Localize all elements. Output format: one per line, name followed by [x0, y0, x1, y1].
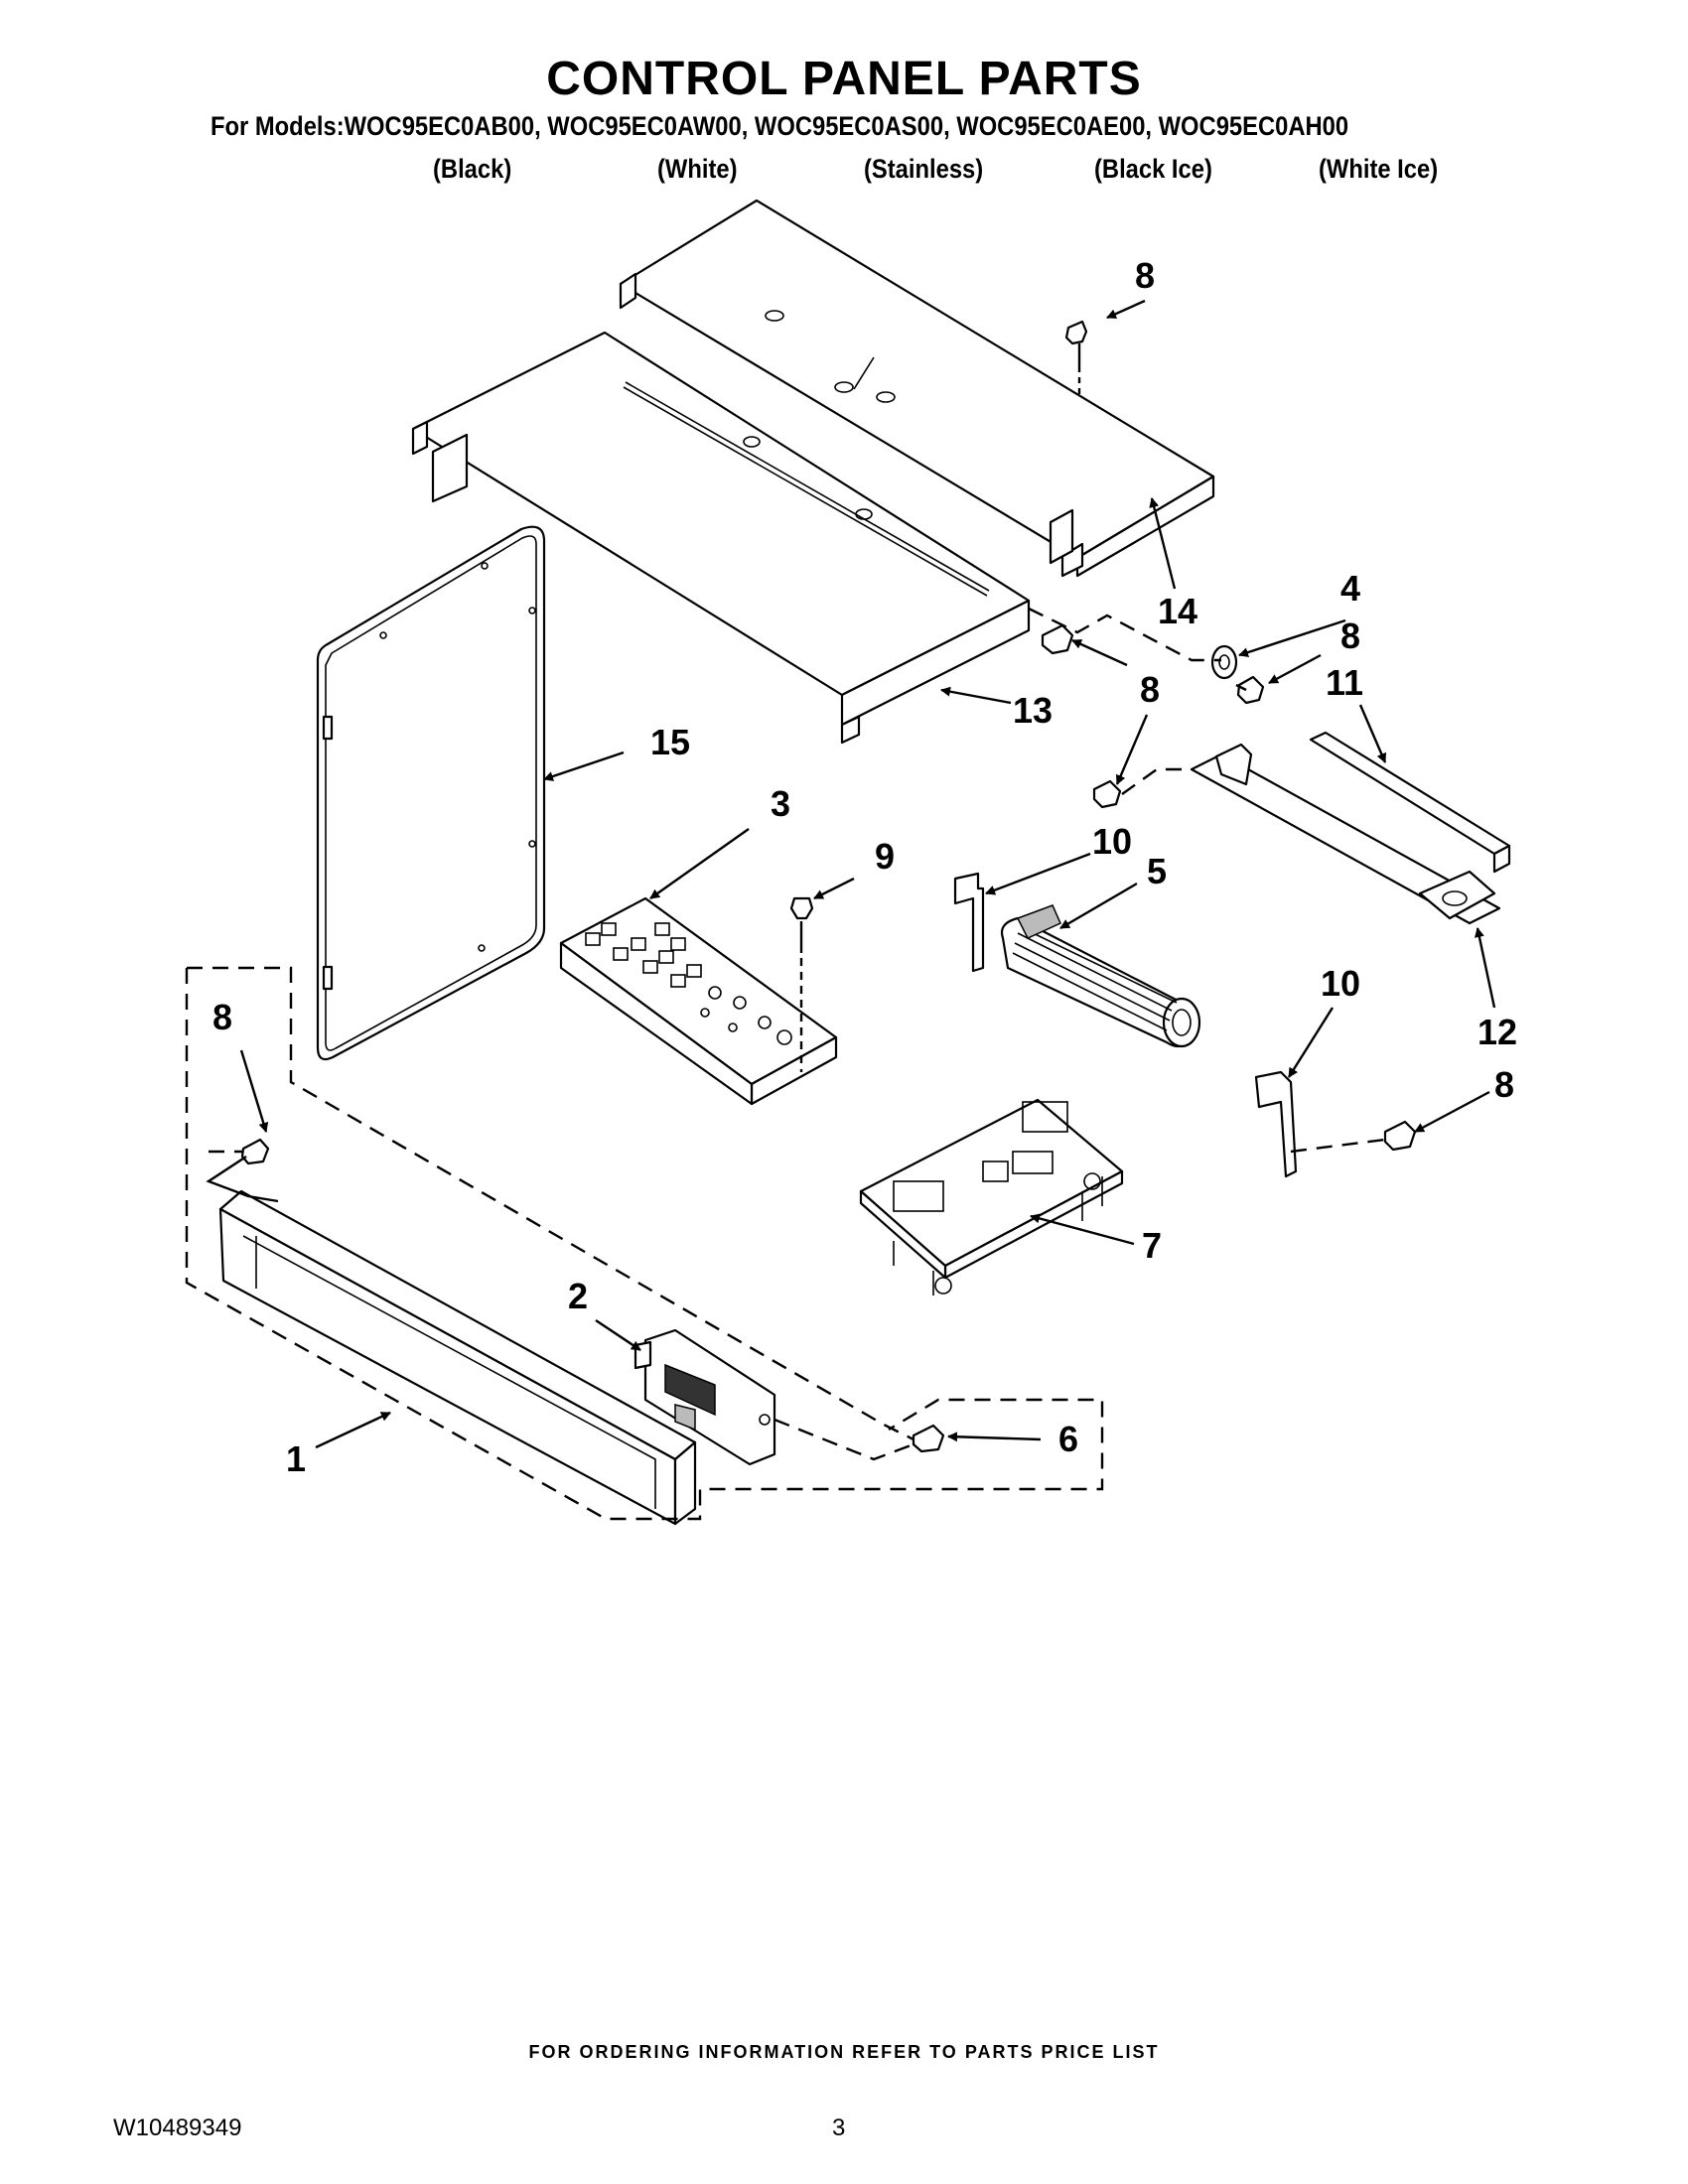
callout-8-left: 8 [212, 997, 232, 1037]
part-12-long-bracket [1190, 743, 1501, 925]
part-5-blower [1000, 904, 1201, 1048]
callout-15: 15 [650, 722, 690, 762]
part-4-grommet [1210, 644, 1238, 680]
callout-8-grommet: 8 [1340, 615, 1360, 656]
callout-5: 5 [1147, 851, 1167, 891]
color-label-black-ice: (Black Ice) [1094, 154, 1212, 184]
part-8-screw-bracket [1092, 779, 1122, 809]
callout-7: 7 [1142, 1225, 1162, 1266]
part-11-bar [1309, 731, 1511, 874]
part-8-screw-left [240, 1138, 270, 1165]
callout-10-right: 10 [1321, 963, 1360, 1004]
part-1-console-trim [218, 1189, 697, 1526]
color-label-white-ice: (White Ice) [1319, 154, 1439, 184]
callout-9: 9 [875, 836, 895, 877]
color-label-stainless: (Stainless) [864, 154, 984, 184]
callout-2: 2 [568, 1276, 588, 1316]
callout-8-right: 8 [1494, 1064, 1514, 1105]
callout-leaders [239, 299, 1496, 1449]
document-number: W10489349 [113, 2115, 242, 2141]
part-8-screw-top [1064, 320, 1088, 397]
part-2-display-board [633, 1328, 776, 1466]
part-14-upper-cover [619, 199, 1215, 578]
color-label-black: (Black) [433, 154, 512, 184]
part-8-screw-right [1383, 1120, 1417, 1152]
callout-10-left: 10 [1092, 821, 1132, 862]
callout-1: 1 [286, 1438, 306, 1479]
callout-6: 6 [1058, 1419, 1078, 1459]
part-8-screw-shroud [1041, 623, 1074, 655]
callout-4: 4 [1340, 568, 1360, 609]
part-7-power-board [859, 1098, 1124, 1296]
page-number: 3 [832, 2115, 846, 2141]
part-15-panel [316, 525, 546, 1061]
callout-3: 3 [771, 783, 790, 824]
callout-14: 14 [1158, 591, 1197, 631]
part-3-control-board [559, 896, 838, 1106]
callout-8-top: 8 [1135, 255, 1155, 296]
callout-13: 13 [1013, 690, 1053, 731]
part-9-screw [789, 896, 814, 1072]
assembly-dashed-lines [185, 607, 1386, 1521]
ordering-note: FOR ORDERING INFORMATION REFER TO PARTS … [528, 2042, 1160, 2062]
part-6-screw [912, 1424, 945, 1453]
part-8-screw-grommet [1236, 675, 1265, 705]
page-title: CONTROL PANEL PARTS [546, 53, 1142, 105]
callout-12: 12 [1477, 1012, 1517, 1052]
color-label-white: (White) [657, 154, 738, 184]
callout-11: 11 [1326, 662, 1363, 703]
part-10-bracket-left [953, 872, 985, 973]
part-10-bracket-right [1254, 1070, 1298, 1178]
models-line: For Models:WOC95EC0AB00, WOC95EC0AW00, W… [211, 111, 1349, 141]
part-13-lower-shroud [411, 331, 1031, 745]
callout-8-shroud: 8 [1140, 669, 1160, 710]
